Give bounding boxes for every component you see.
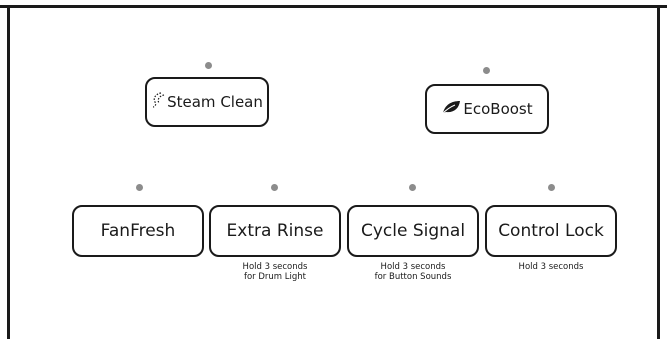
leaf-icon	[441, 99, 461, 119]
steam-icon	[151, 91, 165, 113]
cycle-signal-indicator-light	[409, 184, 416, 191]
fanfresh-button[interactable]: FanFresh	[72, 205, 204, 257]
control-lock-indicator-light	[548, 184, 555, 191]
cycle-signal-hint-line2: for Button Sounds	[374, 272, 452, 282]
fanfresh-label: FanFresh	[100, 221, 176, 241]
extra-rinse-button[interactable]: Extra Rinse	[209, 205, 341, 257]
steam-clean-button[interactable]: Steam Clean	[145, 77, 269, 127]
panel-right-border	[657, 6, 660, 339]
fanfresh-indicator-light	[136, 184, 143, 191]
cycle-signal-hint-line1: Hold 3 seconds	[380, 262, 446, 272]
panel-left-border	[7, 6, 10, 339]
panel-top-border	[0, 0, 667, 8]
cycle-signal-hint: Hold 3 seconds for Button Sounds	[347, 262, 479, 282]
extra-rinse-hint-line1: Hold 3 seconds	[242, 262, 308, 272]
ecoboost-button[interactable]: EcoBoost	[425, 84, 549, 134]
steam-clean-indicator-light	[205, 62, 212, 69]
control-lock-label: Control Lock	[498, 221, 604, 241]
extra-rinse-hint: Hold 3 seconds for Drum Light	[209, 262, 341, 282]
control-lock-hint-line1: Hold 3 seconds	[518, 262, 584, 272]
steam-clean-label: Steam Clean	[167, 93, 263, 111]
control-lock-hint: Hold 3 seconds	[485, 262, 617, 272]
control-lock-button[interactable]: Control Lock	[485, 205, 617, 257]
ecoboost-label: EcoBoost	[463, 100, 533, 118]
ecoboost-indicator-light	[483, 67, 490, 74]
extra-rinse-label: Extra Rinse	[226, 221, 324, 241]
cycle-signal-button[interactable]: Cycle Signal	[347, 205, 479, 257]
cycle-signal-label: Cycle Signal	[360, 221, 466, 241]
extra-rinse-indicator-light	[271, 184, 278, 191]
extra-rinse-hint-line2: for Drum Light	[243, 272, 306, 282]
